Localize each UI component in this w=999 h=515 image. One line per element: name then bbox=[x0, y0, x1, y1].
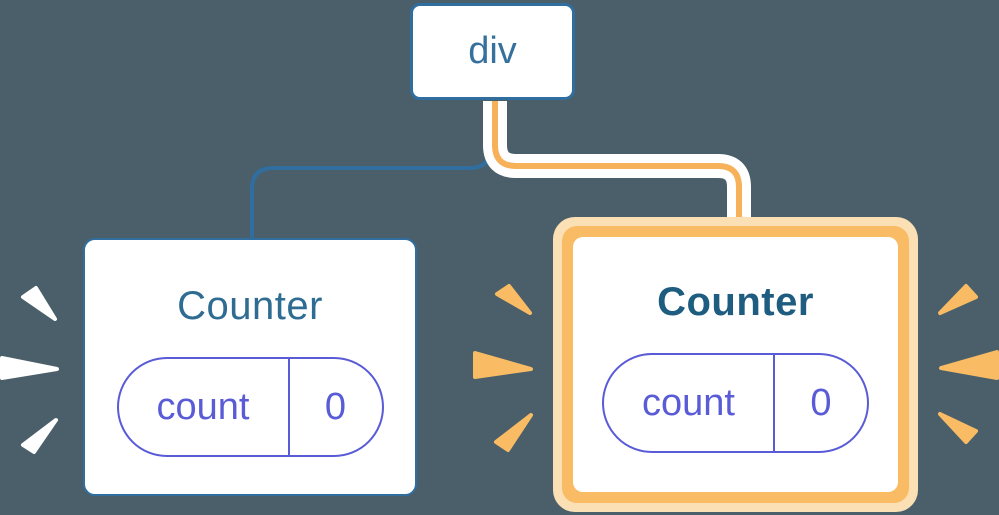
root-node-div: div bbox=[410, 3, 575, 100]
state-key-cell: count bbox=[604, 355, 775, 451]
state-value-cell: 0 bbox=[775, 355, 867, 451]
connector-left-wire bbox=[250, 101, 493, 240]
burst-rays-orange-left-icon bbox=[473, 284, 533, 452]
state-value-cell: 0 bbox=[290, 359, 382, 455]
counter-title: Counter bbox=[657, 280, 814, 324]
state-value: 0 bbox=[324, 385, 347, 428]
root-node-label: div bbox=[468, 30, 517, 72]
burst-rays-white-icon bbox=[0, 286, 59, 454]
counter-card-left: Counter count 0 bbox=[83, 238, 417, 496]
state-value: 0 bbox=[810, 381, 832, 424]
state-pill: count 0 bbox=[602, 353, 869, 453]
state-key-cell: count bbox=[119, 359, 290, 455]
highlight-halo-ring: Counter count 0 bbox=[553, 217, 918, 512]
connector-right-casing bbox=[483, 101, 751, 221]
counter-card-right: Counter count 0 bbox=[573, 237, 898, 492]
state-pill: count 0 bbox=[116, 357, 384, 457]
counter-title: Counter bbox=[177, 284, 323, 328]
connector-right-wire bbox=[492, 101, 742, 221]
state-key: count bbox=[156, 385, 250, 428]
highlight-orange-ring: Counter count 0 bbox=[562, 226, 909, 503]
burst-rays-orange-right-icon bbox=[938, 284, 999, 444]
state-key: count bbox=[642, 381, 735, 424]
